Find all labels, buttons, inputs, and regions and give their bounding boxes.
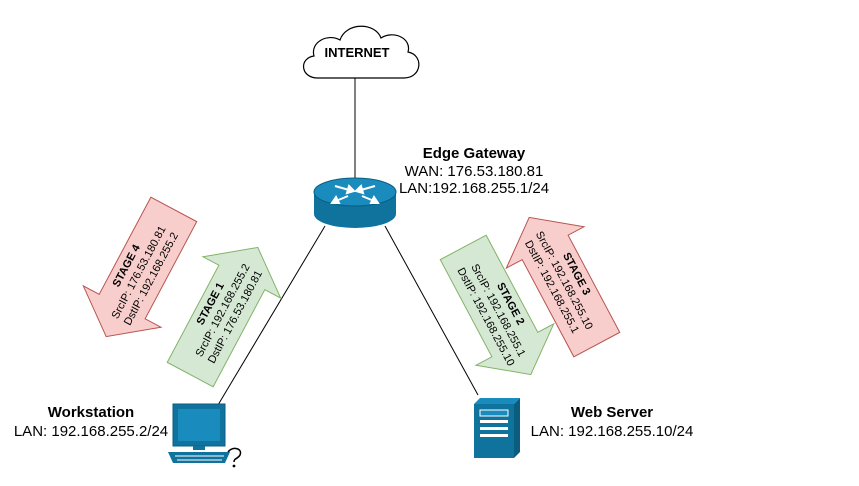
gateway-lan: LAN:192.168.255.1/24	[399, 180, 549, 197]
router-icon	[313, 177, 397, 228]
link-gateway-workstation	[217, 225, 326, 406]
workstation-lan: LAN: 192.168.255.2/24	[14, 423, 168, 440]
server-icon	[474, 398, 520, 458]
gateway-wan: WAN: 176.53.180.81	[405, 163, 544, 180]
link-gateway-server	[384, 225, 479, 396]
cloud-icon: INTERNET	[303, 25, 420, 79]
workstation-title: Workstation	[48, 404, 134, 421]
server-title: Web Server	[571, 404, 653, 421]
server-lan: LAN: 192.168.255.10/24	[531, 423, 694, 440]
gateway-title: Edge Gateway	[423, 145, 526, 162]
cloud-label: INTERNET	[325, 45, 390, 60]
workstation-icon	[168, 403, 242, 468]
